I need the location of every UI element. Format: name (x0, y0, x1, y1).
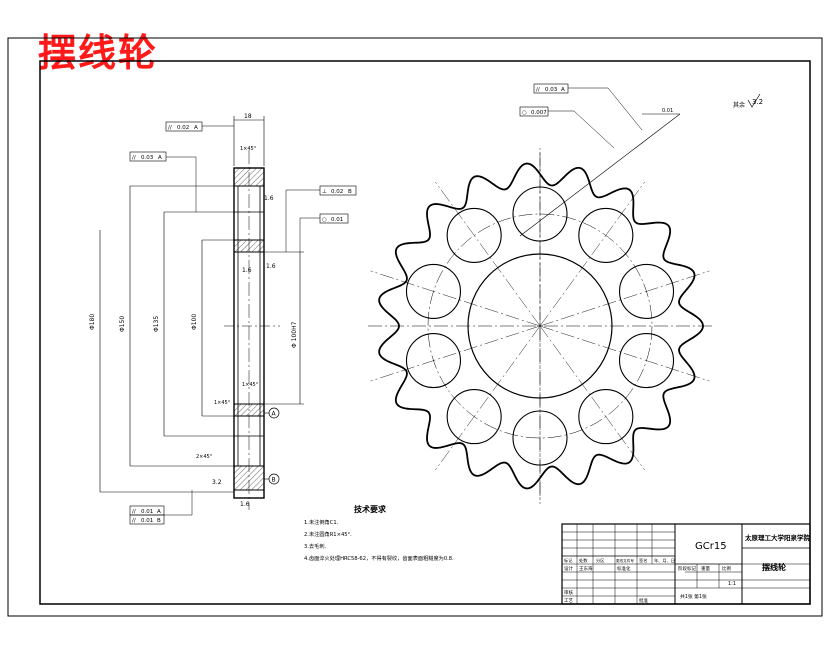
gdt-bl2-sym: // (132, 518, 136, 524)
tb-label-docno: 更改文件号 (616, 558, 634, 563)
front-view (368, 148, 712, 504)
tb-label-count: 处数 (579, 557, 588, 564)
gdt-side-circ-val: 0.01 (331, 217, 343, 223)
gdt-bl2-datum: B (157, 518, 161, 524)
gdt-bl2-val: 0.01 (141, 518, 153, 524)
general-roughness: 其余 3.2 (733, 93, 763, 109)
tb-designer-name: 王东海 (579, 565, 593, 572)
tb-ratio: 比例 (722, 565, 731, 572)
tb-stage: 阶段标记 (678, 565, 696, 572)
title-block-text: GCr15 太原理工大学阳泉学院 摆线轮 标记 处数 分区 更改文件号 签名 年… (564, 533, 811, 604)
chamfer-mid: 1×45° (242, 382, 259, 388)
part-name: 摆线轮 (762, 562, 786, 572)
tb-process: 工艺 (564, 598, 573, 604)
dim-dia3: Φ135 (153, 316, 160, 332)
gdt-side-perp-sym: ⊥ (322, 189, 327, 195)
gdt-front-par-datum: A (561, 87, 565, 93)
tb-standardize: 标准化 (617, 565, 631, 572)
gdt-bl1-datum: A (157, 509, 161, 515)
radial-centerline (370, 270, 541, 327)
gdt-bl1-val: 0.01 (141, 509, 153, 515)
gdt-front-par-sym: // (536, 87, 540, 93)
title-block (561, 523, 811, 605)
pin-hole (578, 389, 634, 445)
radial-centerline (539, 325, 645, 471)
side-view: 18 Φ180 Φ150 Φ135 Φ100 Φ 100H7 1×45° 1×4… (89, 113, 304, 510)
tb-approve: 批准 (639, 597, 648, 604)
roughness-4: 3.2 (212, 479, 222, 486)
gdt-side-mid-val: 0.03 (141, 155, 154, 161)
pin-hole (618, 263, 675, 319)
pin-hole (618, 333, 675, 389)
roughness-value: 3.2 (752, 98, 763, 106)
gdt-frames-front: // 0.03 A ○ 0.007 0.01 (519, 83, 681, 237)
technical-requirements: 技术要求 1.未注倒角C1. 2.未注圆角R1×45°. 3.去毛刺. 4.齿面… (304, 504, 454, 562)
tech-req-4: 4.齿面淬火处理HRC58-62，不得有裂纹，齿面表面粗糙度为0.8. (304, 554, 454, 562)
roughness-label: 其余 (733, 101, 745, 109)
dim-bore: Φ 100H7 (291, 321, 298, 348)
inner-frame (39, 60, 811, 605)
gdt-front-circ-sym: ○ (522, 110, 527, 116)
tb-designer: 设计 (564, 565, 573, 572)
gdt-frames-side: // 0.02 A // 0.03 A ⊥ 0.02 B ○ 0.01 // 0… (129, 121, 357, 525)
pitch-circle (427, 213, 653, 439)
tb-weight: 重量 (701, 565, 710, 572)
tb-review: 审核 (564, 589, 573, 596)
gdt-side-circ-sym: ○ (322, 217, 327, 223)
pin-hole (446, 207, 502, 263)
chamfer-top: 1×45° (240, 146, 257, 152)
drawing-title-watermark: 摆线轮 (38, 30, 159, 75)
gdt-front-par-val: 0.03 (545, 87, 558, 93)
chamfer-low: 1×45° (214, 400, 231, 406)
tech-req-title: 技术要求 (354, 504, 387, 514)
pin-hole (578, 207, 634, 263)
outer-frame (7, 37, 823, 617)
tb-scale: 1:1 (728, 581, 736, 587)
gdt-side-top-sym: // (168, 125, 172, 131)
roughness-1: 1.6 (264, 195, 274, 202)
pin-hole (405, 333, 462, 389)
tb-label-date: 年、月、日 (654, 557, 675, 564)
dim-width: 18 (244, 113, 252, 120)
datum-a-marker: A (272, 411, 277, 418)
gdt-side-perp-datum: B (348, 189, 352, 195)
gdt-side-top-datum: A (194, 125, 198, 131)
pin-hole (446, 389, 502, 445)
gdt-side-mid-datum: A (158, 155, 162, 161)
radial-centerline (539, 270, 710, 327)
dim-dia2: Φ150 (119, 316, 126, 332)
radial-centerline (370, 325, 541, 382)
radial-centerline (539, 325, 710, 382)
gdt-bl1-sym: // (132, 509, 136, 515)
tech-req-2: 2.未注圆角R1×45°. (304, 530, 352, 538)
tb-sheets: 共1张 第1张 (680, 593, 707, 600)
tech-req-3: 3.去毛刺. (304, 542, 327, 550)
school-name: 太原理工大学阳泉学院 (744, 533, 811, 542)
dim-dia4: Φ100 (191, 314, 198, 330)
datum-b-marker: B (272, 477, 276, 484)
tb-label-zone: 分区 (596, 557, 604, 564)
gdt-front-circ-val: 0.007 (531, 110, 547, 116)
gdt-side-mid-sym: // (132, 155, 136, 161)
roughness-5: 1.6 (240, 501, 250, 508)
roughness-2: 1.6 (266, 263, 276, 270)
pin-hole (405, 263, 462, 319)
dim-overall: Φ180 (89, 314, 96, 330)
radial-centerline (539, 181, 645, 327)
tb-label-sign: 签名 (639, 557, 647, 564)
tb-label-mark: 标记 (564, 557, 573, 564)
gdt-side-perp-val: 0.02 (331, 189, 343, 195)
tech-req-1: 1.未注倒角C1. (304, 518, 339, 526)
material: GCr15 (695, 541, 727, 552)
chamfer-bottom: 2×45° (196, 454, 213, 460)
roughness-3: 1.6 (242, 267, 252, 274)
radial-centerline (435, 181, 541, 327)
radial-centerline (435, 325, 541, 471)
front-leader-value: 0.01 (662, 108, 673, 114)
gdt-side-top-val: 0.02 (177, 125, 189, 131)
